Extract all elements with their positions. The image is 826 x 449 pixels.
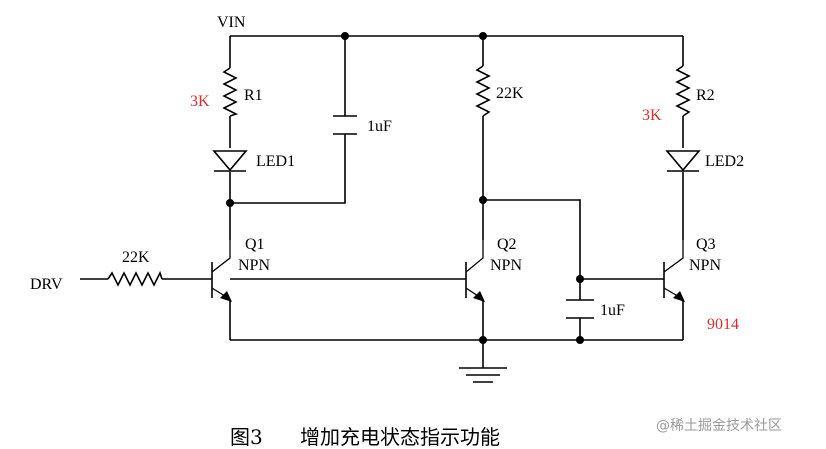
ground-icon: [459, 367, 507, 383]
q2-type-label: NPN: [490, 257, 522, 274]
junction-dot: [576, 275, 584, 283]
resistor-r1-icon: [222, 67, 239, 117]
junction-dot: [341, 32, 349, 40]
r2-value-label: 3K: [642, 107, 662, 124]
vin-label: VIN: [217, 14, 246, 31]
resistor-22k-mid-icon: [475, 65, 491, 117]
c1-value-label: 1uF: [367, 118, 392, 135]
resistor-22k-input-icon: [107, 270, 163, 287]
junction-dot: [479, 32, 487, 40]
c2-value-label: 1uF: [600, 302, 625, 319]
led1-label: LED1: [256, 153, 295, 170]
r-input-value-label: 22K: [122, 249, 150, 266]
junctions: [226, 32, 584, 344]
transistor-q3-icon: [663, 240, 685, 302]
q3-label: Q3: [696, 236, 716, 253]
r2-name-label: R2: [696, 87, 715, 104]
q1-label: Q1: [245, 236, 265, 253]
junction-dot: [226, 199, 234, 207]
wire-q2-c2: [483, 199, 581, 280]
capacitor-c2-icon: [566, 299, 594, 319]
transistor-q2-icon: [465, 240, 485, 302]
r1-value-label: 3K: [190, 93, 210, 110]
q2-label: Q2: [497, 236, 517, 253]
figure-number: 图3: [230, 425, 263, 449]
watermark: @稀土掘金技术社区: [656, 418, 782, 434]
r-mid-value-label: 22K: [496, 85, 524, 102]
led2-icon: [665, 150, 701, 172]
capacitor-c1-icon: [333, 115, 357, 135]
drv-label: DRV: [30, 276, 63, 293]
q1-type-label: NPN: [238, 257, 270, 274]
resistor-r2-icon: [675, 65, 691, 117]
junction-dot: [479, 336, 487, 344]
r1-name-label: R1: [244, 87, 263, 104]
led1-icon: [212, 150, 248, 172]
figure-caption: 增加充电状态指示功能: [300, 425, 500, 449]
transistor-q1-icon: [211, 240, 232, 302]
led2-label: LED2: [705, 153, 744, 170]
wires: [80, 35, 684, 368]
q3-type-label: NPN: [689, 257, 721, 274]
junction-dot: [576, 336, 584, 344]
junction-dot: [479, 196, 487, 204]
wire-c1-q1: [230, 134, 346, 204]
part-number-label: 9014: [707, 316, 739, 333]
